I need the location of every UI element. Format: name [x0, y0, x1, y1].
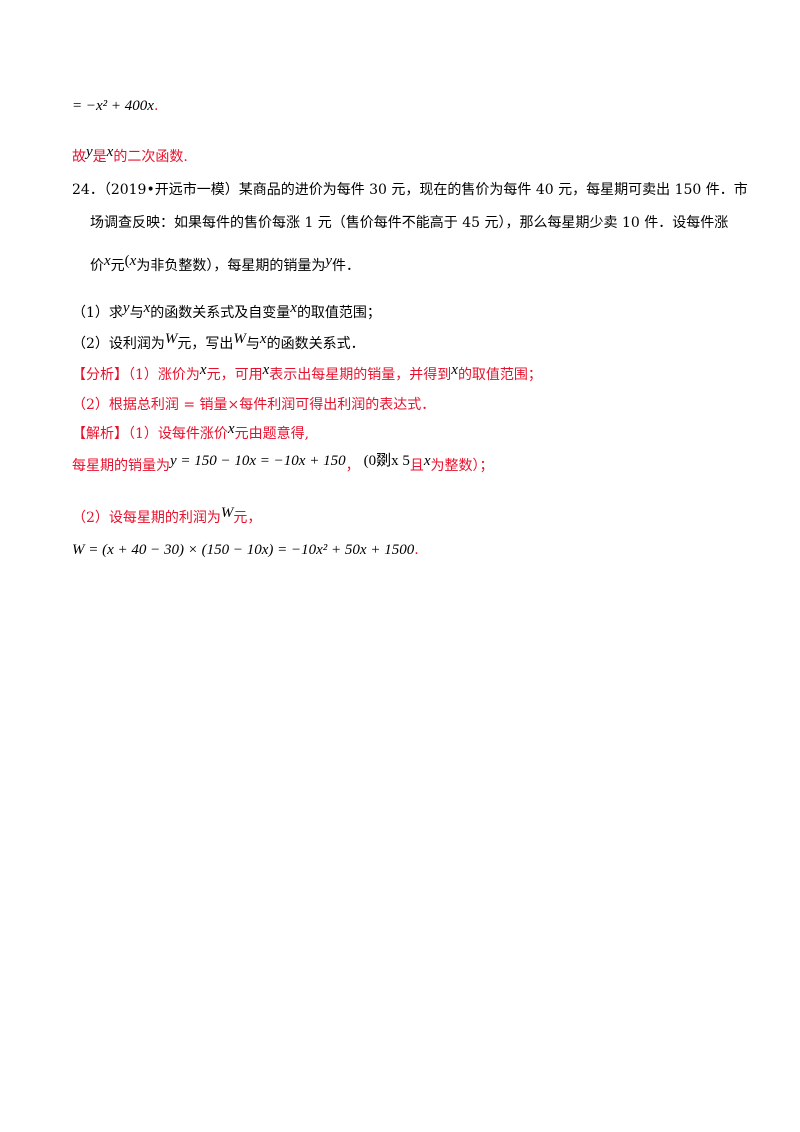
var-x: x [423, 453, 431, 469]
period: . [414, 542, 419, 558]
text: 的取值范围； [457, 367, 542, 383]
var-y: y [122, 300, 130, 316]
expression-line-1: = −x² + 400x. [72, 96, 158, 116]
text: 故 [72, 149, 86, 165]
text: 元，写出 [177, 336, 234, 352]
text: 为非负整数），每星期的销量为 [136, 258, 326, 274]
var-x: x [106, 144, 114, 160]
text: 件． [332, 258, 361, 274]
var-y: y [86, 144, 93, 160]
text: 与 [129, 305, 144, 321]
question-24-line-3: 价x元(x为非负整数），每星期的销量为y件． [90, 253, 361, 276]
var-x: x [262, 362, 270, 378]
text: 元由题意得, [234, 426, 310, 442]
question-24-line-2: 场调查反映：如果每件的售价每涨 1 元（售价每件不能高于 45 元），那么每星期… [90, 215, 729, 231]
text: 的函数关系式及自变量 [150, 305, 291, 321]
var-W: W [233, 331, 246, 347]
text: （1）求 [72, 305, 123, 321]
question-24-line-1: 24．（2019•开远市一模）某商品的进价为每件 30 元，现在的售价为每件 4… [72, 182, 748, 198]
var-x: x [451, 362, 458, 378]
text: （2）设每星期的利润为 [72, 510, 221, 526]
var-x: x [129, 253, 137, 269]
solution-line-3: （2）设每星期的利润为W元， [72, 505, 262, 528]
math-expression: = −x² + 400x [72, 98, 154, 114]
range-expression: (0剟x 5 [363, 453, 410, 469]
text: （2）设利润为 [72, 336, 165, 352]
var-x: x [104, 253, 111, 269]
conclusion-line: 故y是x的二次函数. [72, 144, 188, 167]
var-y: y [325, 253, 333, 269]
var-x: x [143, 300, 151, 316]
analysis-line-1: 【分析】（1）涨价为x元，可用x表示出每星期的销量，并得到x的取值范围； [72, 362, 542, 385]
text: 与 [245, 336, 260, 352]
text: 的取值范围； [296, 305, 381, 321]
text: 【解析】（1）设每件涨价 [72, 426, 228, 442]
text: 元 [110, 258, 125, 274]
text: 元，可用 [206, 367, 263, 383]
solution-line-1: 【解析】（1）设每件涨价x元由题意得, [72, 421, 310, 444]
text: 价 [90, 258, 104, 274]
period: . [153, 98, 159, 114]
text: 的函数关系式． [266, 336, 365, 352]
text: 是 [92, 149, 107, 165]
text: 【分析】（1）涨价为 [72, 367, 200, 383]
var-W: W [220, 505, 234, 521]
analysis-line-2: （2）根据总利润 = 销量×每件利润可得出利润的表达式． [72, 397, 436, 413]
var-W: W [164, 331, 178, 347]
var-x: x [227, 421, 235, 437]
sales-expression: y = 150 − 10x = −10x + 150 [170, 453, 346, 469]
profit-expression: W = (x + 40 − 30) × (150 − 10x) = −10x² … [72, 542, 415, 558]
text: 的二次函数. [113, 149, 188, 165]
text: ， [345, 458, 360, 474]
var-x: x [199, 362, 207, 378]
solution-line-4: W = (x + 40 − 30) × (150 − 10x) = −10x² … [72, 540, 419, 560]
part-1: （1）求y与x的函数关系式及自变量x的取值范围； [72, 300, 381, 323]
text: 且 [409, 458, 424, 474]
part-2: （2）设利润为W元，写出W与x的函数关系式． [72, 331, 365, 354]
var-x: x [290, 300, 297, 316]
text: 表示出每星期的销量，并得到 [269, 367, 452, 383]
text: 为整数）； [430, 458, 494, 474]
var-x: x [259, 331, 267, 347]
solution-line-2: 每星期的销量为y = 150 − 10x = −10x + 150，(0剟x 5… [72, 453, 494, 476]
paren: ( [124, 253, 130, 269]
text: 每星期的销量为 [72, 458, 170, 474]
text: 元， [233, 510, 262, 526]
